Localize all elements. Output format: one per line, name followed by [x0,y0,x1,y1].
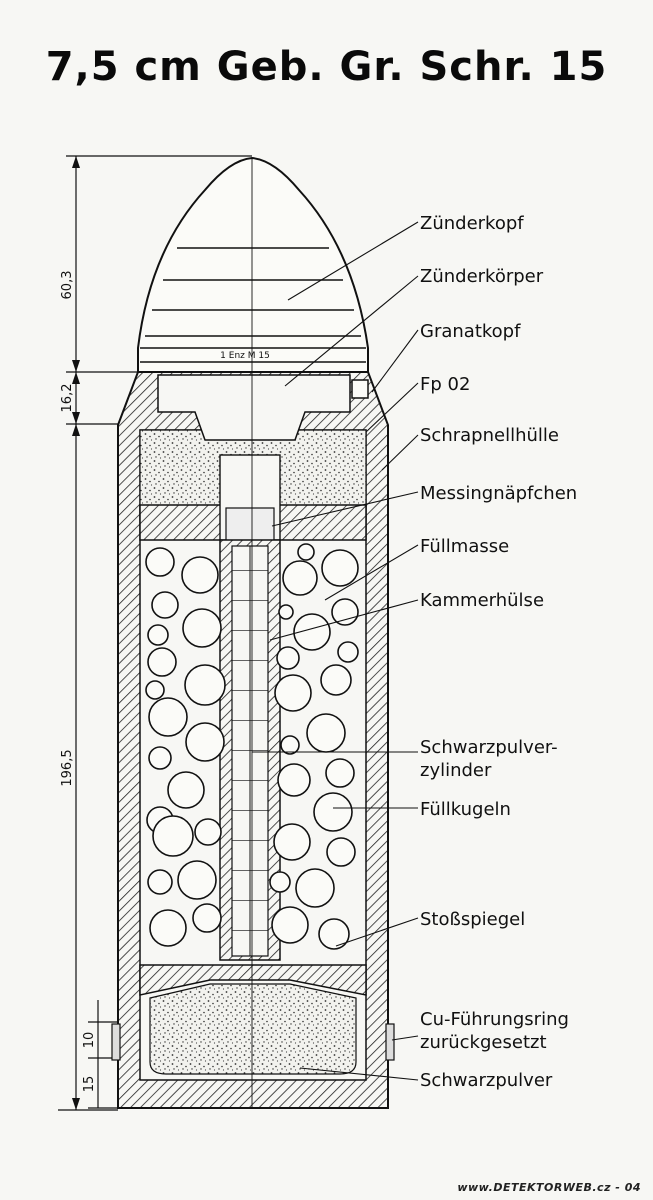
label-fuellkugeln: Füllkugeln [420,799,511,820]
fp02-detail [351,379,369,399]
label-granatkopf: Granatkopf [420,321,521,342]
label-fuellmasse: Füllmasse [420,536,509,557]
shrapnel-balls [145,543,359,950]
tube-neck-cap [225,507,275,543]
label-schwarzpulver: Schwarzpulver [420,1070,553,1091]
label-fuehrungsring-line2: zurückgesetzt [420,1032,547,1053]
dim-head-height: 16,2 [60,384,75,413]
dimension-arrows [72,156,80,1110]
driving-band-right [385,1023,395,1061]
dimension-lines [58,155,252,1111]
fuze-seat [157,374,351,441]
black-powder-charge [149,983,357,1075]
label-schrapnellhuelle: Schrapnellhülle [420,425,559,446]
label-fp02: Fp 02 [420,374,470,395]
label-kammerhuelse: Kammerhülse [420,590,544,611]
label-zuenderkoerper: Zünderkörper [420,266,544,287]
pressure-plate [139,964,367,996]
label-fuehrungsring-line1: Cu-Führungsring [420,1009,569,1030]
dim-ring-offset: 15 [82,1076,97,1093]
label-messingnaepfchen: Messingnäpfchen [420,483,577,504]
driving-band-left [111,1023,121,1061]
credit-watermark: www.DETEKTORWEB.cz - 04 [457,1181,641,1194]
fuze-rings [140,247,366,363]
fuze-head [137,156,369,373]
fuze-marking: 1 Enz M 15 [220,351,270,361]
dim-fuze-height: 60,3 [60,271,75,300]
label-schwarzpulver-line1: Schwarzpulver- [420,737,558,758]
diagram-title: 7,5 cm Geb. Gr. Schr. 15 [45,44,608,90]
label-schwarzpulver-line2: zylinder [420,760,492,781]
leader-lines [252,221,419,1081]
dim-body-length: 196,5 [60,749,75,786]
label-stossspiegel: Stoßspiegel [420,909,525,930]
label-zuenderkopf: Zünderkopf [420,213,524,234]
dim-ring-width: 10 [82,1032,97,1049]
